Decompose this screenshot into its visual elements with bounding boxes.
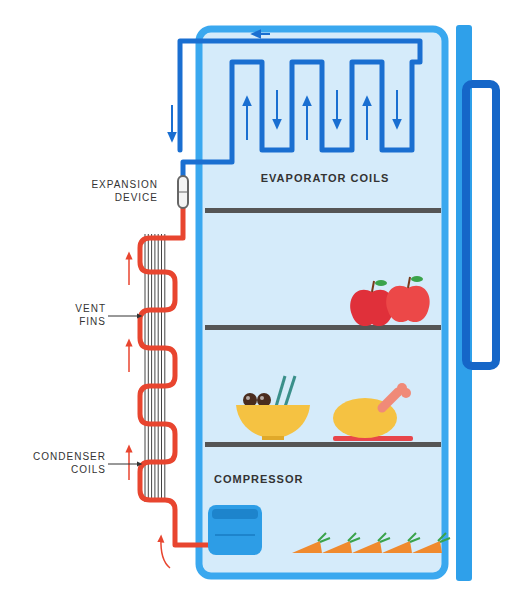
carrot-leaf [408, 533, 420, 542]
carrot-leaf [348, 533, 360, 542]
drawing-part [260, 396, 264, 400]
carrot [382, 541, 412, 553]
part-label: CONDENSER COILS [26, 451, 106, 476]
drawing-part [246, 100, 248, 140]
drawing-part [306, 100, 308, 140]
carrot [352, 541, 382, 553]
bowl [236, 376, 310, 440]
carrot [292, 541, 322, 553]
leader-arrows [108, 316, 140, 464]
drawing-part [284, 376, 295, 410]
drawing-part [382, 392, 398, 408]
compressor [208, 505, 262, 555]
evaporator-pipe [180, 41, 420, 176]
drawing-part [128, 342, 130, 372]
drawing-part [408, 277, 410, 288]
drawing-part [205, 442, 441, 447]
shelves [205, 208, 441, 447]
carrot-leaf [318, 533, 330, 542]
drawing-part [257, 393, 271, 407]
drawing-part [366, 100, 368, 140]
drawing-part [161, 538, 170, 568]
part-label: VENT FINS [56, 303, 106, 328]
expansion-band [178, 192, 188, 193]
drawing-part [128, 255, 130, 285]
drawing-part [243, 393, 257, 407]
drawing-part [236, 405, 310, 438]
compressor-line [215, 534, 255, 536]
drawing-part [411, 276, 423, 282]
drawing-part [246, 396, 250, 400]
part-label: EVAPORATOR COILS [255, 172, 395, 186]
roast-chicken [333, 383, 413, 441]
carrot-leaf [378, 533, 390, 542]
drawing-part [108, 316, 140, 317]
drawing-part [262, 436, 284, 440]
drawing-part [180, 41, 420, 176]
drawing-part [108, 464, 140, 465]
drawing-part [205, 325, 441, 330]
part-label: EXPANSION DEVICE [78, 179, 158, 204]
drawing-part [401, 388, 411, 398]
drawing-part [255, 33, 270, 35]
flow-arrows-red [129, 255, 170, 568]
carrot [322, 541, 352, 553]
carrot [412, 541, 442, 553]
drawing-part [396, 90, 398, 125]
compressor-top [212, 509, 258, 519]
flow-arrows-blue [172, 34, 397, 140]
door-handle [466, 84, 496, 366]
condenser-pipe [140, 207, 212, 545]
carrots [292, 533, 450, 553]
carrot-leaf [438, 533, 450, 542]
drawing-part [336, 90, 338, 125]
expansion-device [178, 176, 188, 208]
drawing-part [372, 281, 374, 292]
drawing-part [171, 105, 173, 138]
drawing-part [386, 286, 430, 322]
drawing-part [275, 376, 285, 410]
drawing-part [276, 90, 278, 125]
drawing-part [375, 280, 387, 286]
apples [350, 276, 430, 326]
drawing-part [205, 208, 441, 213]
part-label: COMPRESSOR [214, 473, 324, 487]
